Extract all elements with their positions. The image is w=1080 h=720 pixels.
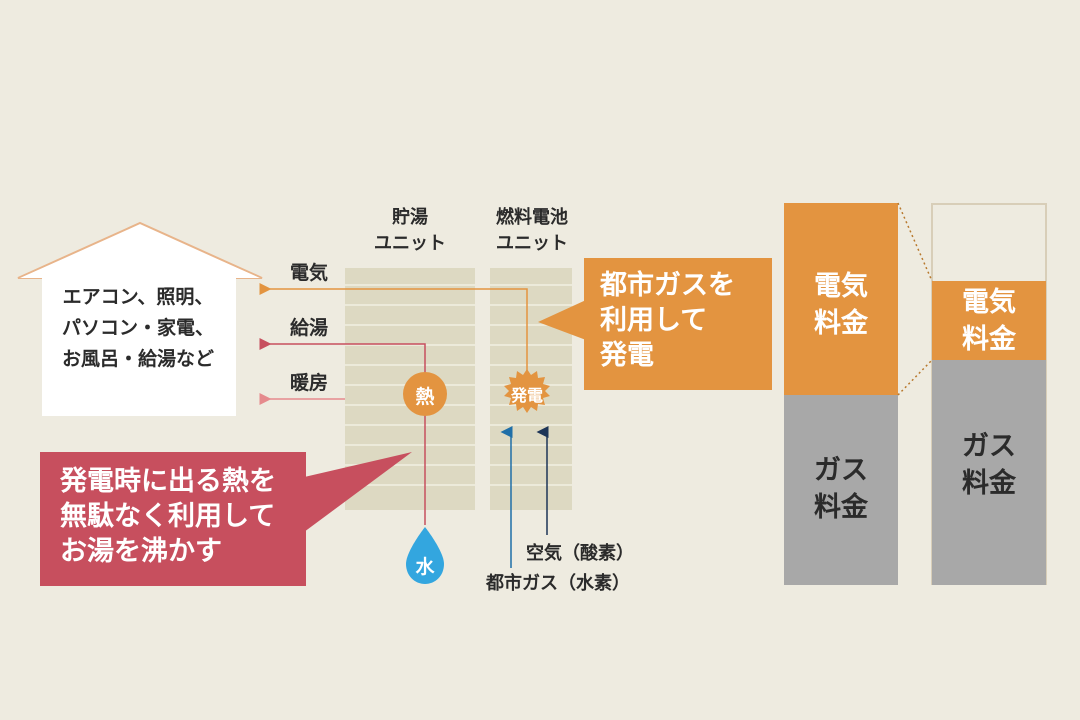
water-drop bbox=[406, 527, 444, 584]
hot-water-line bbox=[259, 338, 426, 375]
bill-before-electricity-bar bbox=[784, 203, 898, 395]
bill-before bbox=[784, 203, 898, 585]
house-appliances-text: エアコン、照明、 パソコン・家電、 お風呂・給湯など bbox=[46, 282, 230, 375]
bill-before-gas-bar bbox=[784, 395, 898, 585]
air-input-label: 空気（酸素） bbox=[526, 543, 634, 564]
electricity-line bbox=[259, 283, 528, 375]
gas-generation-callout bbox=[538, 258, 772, 390]
house-line-1: エアコン、照明、 bbox=[62, 286, 214, 308]
gas-generation-line3: 発電 bbox=[600, 340, 654, 371]
house-line-2: パソコン・家電、 bbox=[61, 317, 214, 339]
heat-circle bbox=[403, 372, 447, 416]
bill-after-electricity-bar bbox=[932, 281, 1046, 360]
bill-before-electricity-line2: 料金 bbox=[814, 308, 868, 339]
house-body bbox=[42, 276, 236, 416]
bill-after-electricity-line2: 料金 bbox=[962, 324, 1016, 355]
bill-after-gas-label: ガス 料金 bbox=[932, 428, 1046, 502]
bill-before-electricity-label: 電気 料金 bbox=[784, 268, 898, 342]
waste-heat-callout bbox=[40, 452, 412, 586]
waste-heat-text: 発電時に出る熱を 無駄なく利用して お湯を沸かす bbox=[60, 464, 276, 569]
generation-burst bbox=[504, 369, 550, 413]
bill-after-electricity-line1: 電気 bbox=[962, 287, 1016, 318]
storage-unit-title-line2: ユニット bbox=[374, 233, 446, 254]
waste-heat-line2: 無駄なく利用して bbox=[60, 501, 276, 532]
electricity-label: 電気 bbox=[290, 262, 329, 284]
connector-top bbox=[897, 202, 933, 282]
generation-label: 発電 bbox=[510, 386, 543, 405]
bill-after-gas-bar bbox=[932, 360, 1046, 585]
bill-after bbox=[931, 203, 1047, 585]
waste-heat-line3: お湯を沸かす bbox=[60, 536, 222, 567]
bill-after-electricity-label: 電気 料金 bbox=[932, 284, 1046, 358]
house bbox=[17, 221, 263, 416]
bill-before-gas-line2: 料金 bbox=[814, 492, 868, 523]
hot-water-label: 給湯 bbox=[290, 317, 329, 339]
bill-after-gas-line2: 料金 bbox=[962, 468, 1016, 499]
storage-unit-title: 貯湯 ユニット bbox=[355, 205, 465, 257]
fuel-cell-unit-title-line2: ユニット bbox=[496, 233, 568, 254]
bill-after-gas-line1: ガス bbox=[962, 431, 1016, 462]
city-gas-input-label: 都市ガス（水素） bbox=[486, 573, 630, 594]
waste-heat-line1: 発電時に出る熱を bbox=[60, 466, 276, 497]
house-line-3: お風呂・給湯など bbox=[61, 348, 214, 370]
storage-unit-title-line1: 貯湯 bbox=[392, 207, 428, 228]
bill-before-gas-line1: ガス bbox=[814, 455, 868, 486]
house-roof-fill bbox=[20, 225, 260, 278]
heat-label: 熱 bbox=[415, 386, 435, 408]
fuel-cell-unit-title-line1: 燃料電池 bbox=[496, 207, 568, 228]
gas-generation-line2: 利用して bbox=[600, 305, 708, 336]
bill-before-gas-label: ガス 料金 bbox=[784, 452, 898, 526]
heating-label: 暖房 bbox=[290, 372, 329, 394]
connector-bottom bbox=[897, 359, 933, 396]
water-label: 水 bbox=[415, 556, 435, 578]
gas-generation-text: 都市ガスを 利用して 発電 bbox=[600, 268, 735, 373]
bill-before-electricity-line1: 電気 bbox=[814, 271, 868, 302]
gas-generation-line1: 都市ガスを bbox=[600, 270, 735, 301]
fuel-cell-unit-title: 燃料電池 ユニット bbox=[477, 205, 587, 257]
